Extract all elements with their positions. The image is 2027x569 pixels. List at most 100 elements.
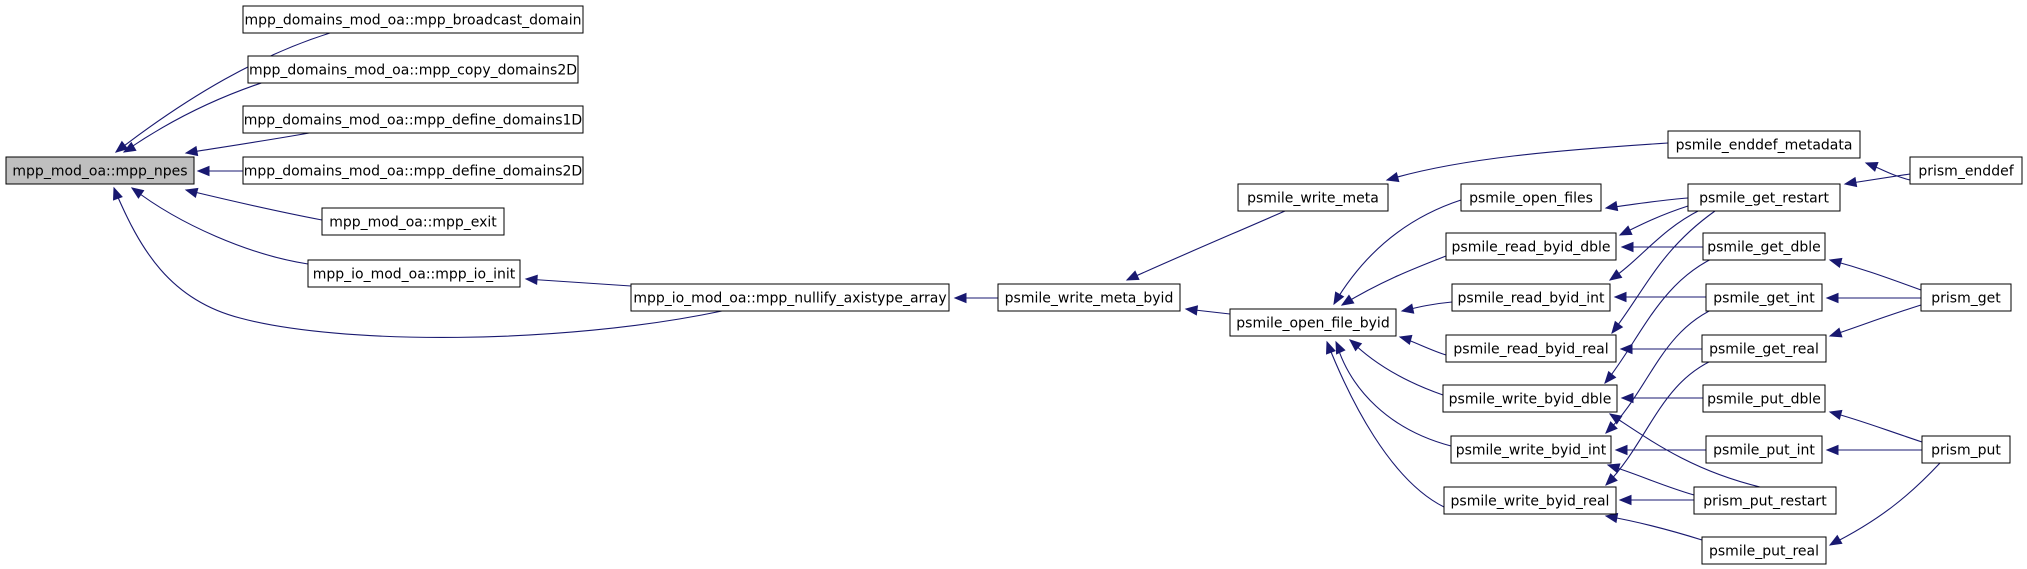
edge-n29-to-n24 [1828, 409, 1923, 443]
graph-node-n16[interactable]: psmile_read_byid_real [1445, 334, 1617, 363]
graph-node-n8[interactable]: psmile_write_meta_byid [997, 283, 1181, 312]
node-label: mpp_io_mod_oa::mpp_nullify_axistype_arra… [633, 291, 946, 307]
node-box [630, 283, 950, 312]
node-box [1450, 435, 1612, 464]
edge-n22-to-n15 [1613, 291, 1706, 303]
node-label: psmile_read_byid_real [1453, 342, 1608, 358]
node-label: mpp_mod_oa::mpp_npes [12, 164, 187, 180]
edge-n26-to-n19 [1618, 494, 1694, 506]
edge-n14-to-n10 [1340, 255, 1447, 306]
arrowhead [1605, 473, 1618, 486]
graph-node-n29[interactable]: prism_put [1921, 435, 2011, 464]
edge-n17-to-n10 [1348, 339, 1444, 396]
graph-node-n22[interactable]: psmile_get_int [1705, 283, 1823, 312]
edge-n6-to-n0 [130, 187, 309, 265]
node-label: psmile_get_dble [1707, 240, 1820, 256]
edge-n28-to-n22 [1825, 292, 1921, 304]
edge-n9-to-n8 [1125, 210, 1286, 281]
edge-n21-to-n17 [1604, 254, 1721, 385]
graph-node-n27[interactable]: psmile_put_real [1701, 536, 1827, 565]
graph-node-n10[interactable]: psmile_open_file_byid [1229, 308, 1397, 337]
node-box [1667, 130, 1861, 159]
edge-n16-to-n10 [1398, 334, 1447, 356]
graph-node-n17[interactable]: psmile_write_byid_dble [1442, 384, 1618, 413]
graph-node-n9[interactable]: psmile_write_meta [1237, 183, 1389, 212]
graph-edges [113, 32, 1941, 546]
arrowhead [1333, 291, 1345, 306]
arrowhead [953, 292, 967, 304]
edge-n12-to-n11 [1864, 162, 1911, 181]
node-label: psmile_get_int [1713, 291, 1815, 307]
node-label: psmile_open_files [1469, 191, 1593, 207]
node-label: mpp_io_mod_oa::mpp_io_init [313, 267, 516, 283]
arrowhead [1864, 162, 1879, 172]
node-box [1701, 536, 1827, 565]
graph-node-n19[interactable]: psmile_write_byid_real [1443, 486, 1617, 515]
graph-node-n25[interactable]: psmile_put_int [1705, 435, 1823, 464]
graph-node-n18[interactable]: psmile_write_byid_int [1450, 435, 1612, 464]
arrowhead [1619, 343, 1633, 355]
graph-node-n26[interactable]: prism_put_restart [1693, 486, 1837, 515]
node-label: prism_enddef [1918, 164, 2014, 180]
arrowhead [1608, 413, 1623, 425]
edge-n4-to-n0 [196, 165, 243, 177]
node-box [5, 156, 195, 185]
node-box [242, 5, 584, 34]
arrowhead [1828, 327, 1843, 338]
node-label: psmile_put_real [1709, 544, 1819, 560]
graph-node-n11[interactable]: psmile_enddef_metadata [1667, 130, 1861, 159]
edge-n7-to-n0 [113, 186, 723, 338]
node-box [242, 105, 584, 134]
edge-n29-to-n25 [1825, 444, 1922, 456]
node-box [1237, 183, 1389, 212]
node-label: prism_get [1931, 291, 2001, 307]
node-label: mpp_domains_mod_oa::mpp_define_domains1D [244, 113, 582, 129]
graph-node-n6[interactable]: mpp_io_mod_oa::mpp_io_init [307, 259, 521, 288]
node-box [997, 283, 1181, 312]
node-label: psmile_write_byid_int [1456, 443, 1607, 459]
arrowhead [113, 186, 123, 201]
graph-node-n21[interactable]: psmile_get_dble [1702, 232, 1826, 261]
edge-n21-to-n14 [1620, 241, 1703, 253]
edge-n28-to-n23 [1828, 304, 1922, 338]
graph-node-n7[interactable]: mpp_io_mod_oa::mpp_nullify_axistype_arra… [630, 283, 950, 312]
graph-node-n20[interactable]: psmile_get_restart [1687, 183, 1841, 212]
node-label: prism_put [1931, 443, 2001, 459]
edge-n20-to-n16 [1611, 210, 1716, 335]
arrowhead [1398, 334, 1413, 346]
graph-node-n23[interactable]: psmile_get_real [1701, 334, 1827, 363]
node-box [1442, 384, 1618, 413]
edge-n29-to-n27 [1828, 462, 1941, 546]
edge-n19-to-n10 [1326, 340, 1445, 508]
edge-n5-to-n0 [184, 187, 323, 221]
graph-node-n12[interactable]: prism_enddef [1909, 156, 2023, 185]
node-box [1920, 283, 2012, 312]
graph-node-n2[interactable]: mpp_domains_mod_oa::mpp_copy_domains2D [247, 55, 579, 84]
node-box [1921, 435, 2011, 464]
graph-node-n0[interactable]: mpp_mod_oa::mpp_npes [5, 156, 195, 185]
edge-n23-to-n19 [1605, 356, 1721, 486]
graph-node-n28[interactable]: prism_get [1920, 283, 2012, 312]
graph-node-n4[interactable]: mpp_domains_mod_oa::mpp_define_domains2D [242, 156, 584, 185]
graph-node-n3[interactable]: mpp_domains_mod_oa::mpp_define_domains1D [242, 105, 584, 134]
edge-n7-to-n6 [524, 274, 632, 287]
graph-node-n1[interactable]: mpp_domains_mod_oa::mpp_broadcast_domain [242, 5, 584, 34]
arrowhead [196, 165, 210, 177]
graph-node-n5[interactable]: mpp_mod_oa::mpp_exit [321, 207, 505, 236]
node-box [1702, 232, 1826, 261]
graph-node-n13[interactable]: psmile_open_files [1460, 183, 1602, 212]
node-box [247, 55, 579, 84]
arrowhead [1620, 392, 1634, 404]
edge-n20-to-n14 [1618, 205, 1689, 236]
arrowhead [1606, 463, 1621, 474]
edge-n13-to-n10 [1333, 199, 1462, 306]
graph-node-n14[interactable]: psmile_read_byid_dble [1445, 232, 1617, 261]
graph-node-n24[interactable]: psmile_put_dble [1702, 384, 1826, 413]
node-box [307, 259, 521, 288]
node-label: psmile_open_file_byid [1236, 316, 1389, 332]
graph-node-n15[interactable]: psmile_read_byid_int [1451, 283, 1611, 312]
edge-n11-to-n9 [1385, 142, 1669, 183]
edge-n26-to-n17 [1608, 413, 1761, 488]
node-label: psmile_read_byid_dble [1452, 240, 1611, 256]
edge-n3-to-n0 [184, 131, 316, 157]
